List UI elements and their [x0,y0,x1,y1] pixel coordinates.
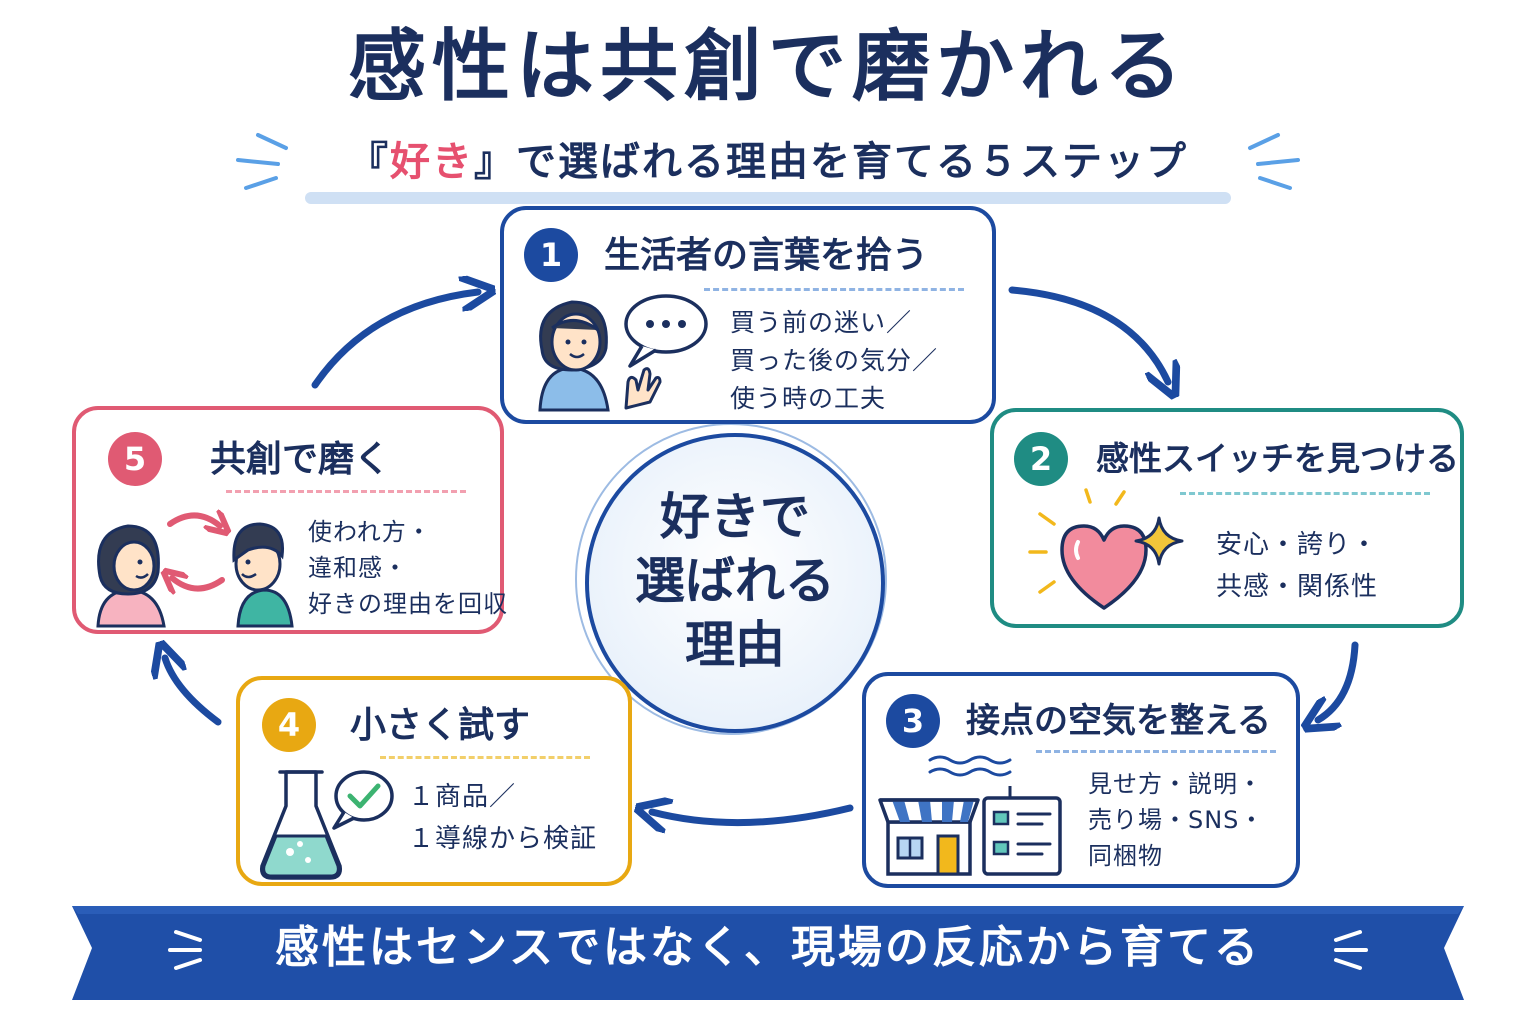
two-people-icon [96,522,294,628]
subtitle-text: 『好き』で選ばれる理由を育てる５ステップ [348,139,1188,185]
step-5-line-3: 好きの理由を回収 [308,590,508,618]
step-divider-4 [380,756,590,759]
step-title-3: 接点の空気を整える [966,701,1271,741]
step-divider-2 [1180,492,1430,495]
step-title-4: 小さく試す [350,705,531,746]
step-card-4: 4 小さく試す １商品／ １導線から検証 [236,676,632,886]
sparkle-icon [1134,516,1184,566]
step-card-2: 2 感性スイッチを見つける 安心・誇り・ 共感・関係性 [990,408,1464,628]
step-body-1: 買う前の迷い／ 買った後の気分／ 使う時の工夫 [730,304,938,418]
heart-icon [1028,488,1148,610]
step-1-line-1: 買う前の迷い／ [730,308,913,337]
arrow-5-to-1 [311,292,478,389]
step-title-5: 共創で磨く [210,439,391,480]
cycle-arrows-icon [162,504,232,604]
step-divider-3 [1036,750,1276,753]
step-number-2: 2 [1014,432,1068,486]
step-number-5: 5 [108,432,162,486]
center-line-3: 理由 [685,616,785,674]
step-3-line-3: 同梱物 [1088,842,1163,870]
info-board-icon [982,786,1062,876]
banner-sparks [168,930,1368,970]
center-line-1: 好きで [660,488,810,546]
arrow-3-to-4 [652,808,854,823]
center-line-2: 選ばれる [635,552,835,610]
step-card-1: 1 生活者の言葉を拾う 買う前の迷い／ 買った後の気分／ 使う時の工夫 [500,206,996,424]
step-number-1: 1 [524,228,578,282]
step-1-line-2: 買った後の気分／ [730,346,939,375]
step-body-3: 見せ方・説明・ 売り場・SNS・ 同梱物 [1088,766,1264,874]
step-body-4: １商品／ １導線から検証 [408,776,597,860]
center-text: 好きで 選ばれる 理由 [585,485,885,677]
step-3-line-1: 見せ方・説明・ [1088,770,1263,798]
step-2-line-1: 安心・誇り・ [1216,530,1379,560]
center-disc [585,433,885,733]
step-1-line-3: 使う時の工夫 [730,384,887,413]
subtitle-open-bracket: 『 [348,139,390,185]
step-divider-1 [704,288,964,291]
shop-icon [878,755,1012,876]
banner-text: 感性はセンスではなく、現場の反応から育てる [274,922,1262,973]
speech-bubble-icon [624,294,708,368]
page-title: 感性は共創で磨かれる [347,22,1188,112]
subtitle-highlight-word: 好き [390,139,474,185]
subtitle: 『好き』で選ばれる理由を育てる５ステップ [305,132,1231,204]
step-card-3: 3 接点の空気を整える 見せ方・説明・ 売り場・SNS・ 同梱物 [862,672,1300,888]
arrow-2-to-3 [1318,641,1359,720]
step-3-line-2: 売り場・SNS・ [1088,806,1265,834]
step-number-3: 3 [886,694,940,748]
title-sparks [236,133,1300,190]
arrow-1-to-2 [1008,286,1168,382]
step-title-2: 感性スイッチを見つける [1096,439,1459,478]
step-number-4: 4 [262,698,316,752]
step-4-line-1: １商品／ [408,782,517,812]
step-5-line-1: 使われ方・ [308,518,432,546]
step-body-5: 使われ方・ 違和感・ 好きの理由を回収 [308,514,508,622]
center-outer-ring [575,423,887,735]
step-body-2: 安心・誇り・ 共感・関係性 [1216,524,1378,608]
person-speaking-icon [538,300,662,412]
center-circle: 好きで 選ばれる 理由 [575,423,887,735]
step-5-line-2: 違和感・ [308,554,408,582]
step-card-5: 5 共創で磨く 使われ方・ 違和感・ 好きの理由を回収 [72,406,507,634]
arrow-4-to-5 [165,658,222,726]
check-bubble-icon [332,770,394,830]
step-4-line-2: １導線から検証 [408,824,598,854]
step-title-1: 生活者の言葉を拾う [604,235,929,276]
step-divider-5 [226,490,466,493]
step-2-line-2: 共感・関係性 [1216,572,1379,602]
subtitle-highlight-bar [305,192,1231,204]
subtitle-rest: 』で選ばれる理由を育てる５ステップ [474,139,1188,185]
flask-icon [259,770,343,880]
